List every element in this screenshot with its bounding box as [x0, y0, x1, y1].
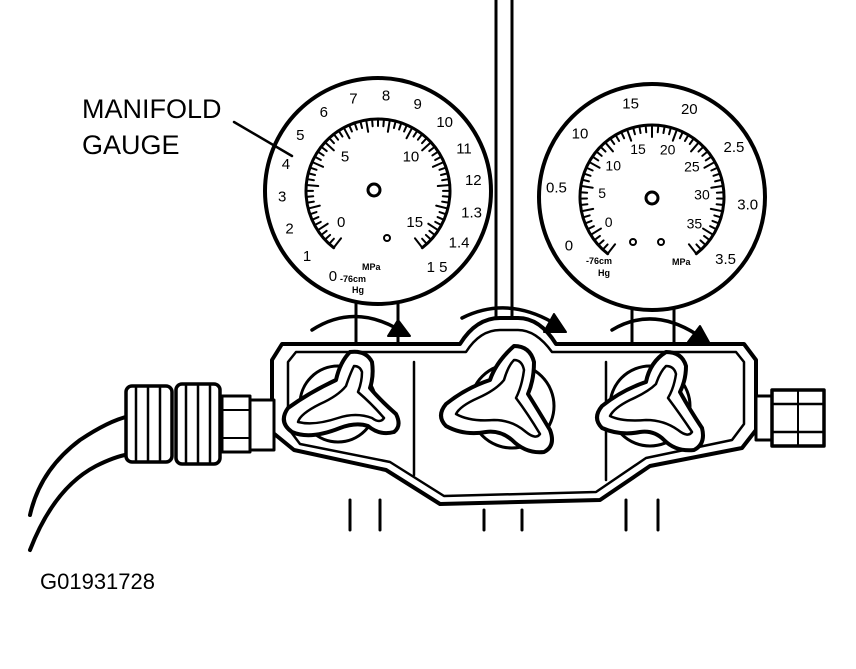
- dial-label: 15: [622, 96, 639, 113]
- dial-label: 0: [605, 214, 613, 230]
- callout-label-line2: GAUGE: [82, 130, 180, 160]
- dial-label: 10: [605, 157, 621, 173]
- dial-label: 20: [681, 101, 698, 118]
- dial-label: 10: [436, 114, 453, 131]
- charging-hose-coupling: [30, 384, 274, 550]
- dial-label: 0: [565, 237, 573, 254]
- high-valve-rotation-arrow: [612, 319, 710, 344]
- callout-label-line1: MANIFOLD: [82, 94, 222, 124]
- dial-label: 8: [382, 88, 390, 105]
- high-gauge-unit: MPa: [672, 257, 692, 267]
- low-gauge-vacuum-unit: Hg: [352, 285, 364, 295]
- low-valve-rotation-arrow: [312, 316, 410, 336]
- manifold-body: [272, 318, 756, 530]
- dial-label: 25: [684, 159, 700, 175]
- dial-label: 9: [413, 96, 421, 113]
- dial-tick: [438, 185, 450, 186]
- dial-label: 1 5: [427, 259, 448, 276]
- charging-hose: [30, 416, 130, 515]
- dial-label: 10: [403, 148, 420, 165]
- high-gauge-needle-pivot: [646, 192, 658, 204]
- low-gauge-needle-pivot: [368, 184, 380, 196]
- dial-label: 1: [303, 248, 311, 265]
- figure-id: G01931728: [40, 569, 155, 594]
- dial-label: 1.3: [461, 205, 482, 222]
- high-gauge-vacuum-unit: Hg: [598, 268, 610, 278]
- dial-label: 6: [320, 104, 328, 121]
- high-side-fitting: [756, 390, 824, 446]
- dial-label: 10: [572, 126, 589, 143]
- low-gauge-vacuum-note: -76cm: [340, 274, 366, 284]
- dial-label: 3.0: [737, 196, 758, 213]
- dial-label: 30: [694, 187, 710, 203]
- dial-label: 4: [282, 156, 290, 173]
- dial-label: 11: [456, 141, 472, 158]
- dial-label: 0.5: [546, 180, 567, 197]
- manifold-gauge-callout: MANIFOLD GAUGE: [82, 94, 292, 160]
- dial-label: 15: [630, 141, 646, 157]
- dial-label: 0: [337, 214, 345, 231]
- dial-label: 3: [278, 189, 286, 206]
- dial-label: 5: [296, 127, 304, 144]
- dial-label: 35: [687, 215, 703, 231]
- low-gauge-unit: MPa: [362, 262, 382, 272]
- center-refrigerant-pipe: [496, 0, 512, 322]
- dial-label: 12: [465, 172, 482, 189]
- dial-label: 0: [329, 268, 337, 285]
- dial-label: 1.4: [449, 235, 470, 252]
- dial-label: 20: [660, 141, 676, 157]
- dial-tick: [306, 185, 318, 186]
- manifold-lower-ports: [350, 500, 658, 530]
- dial-label: 2.5: [723, 139, 744, 156]
- dial-label: 5: [341, 148, 349, 165]
- high-pressure-gauge: 0 0.5 10 15 20 2.5 3.0 3.5 0 5 10 15 20 25 30 35 MPa -…: [539, 84, 765, 310]
- high-gauge-vacuum-note: -76cm: [586, 256, 612, 266]
- dial-label: 5: [598, 185, 606, 201]
- dial-label: 3.5: [715, 251, 736, 268]
- dial-label: 15: [406, 214, 423, 231]
- dial-label: 7: [349, 90, 357, 107]
- dial-label: 2: [285, 220, 293, 237]
